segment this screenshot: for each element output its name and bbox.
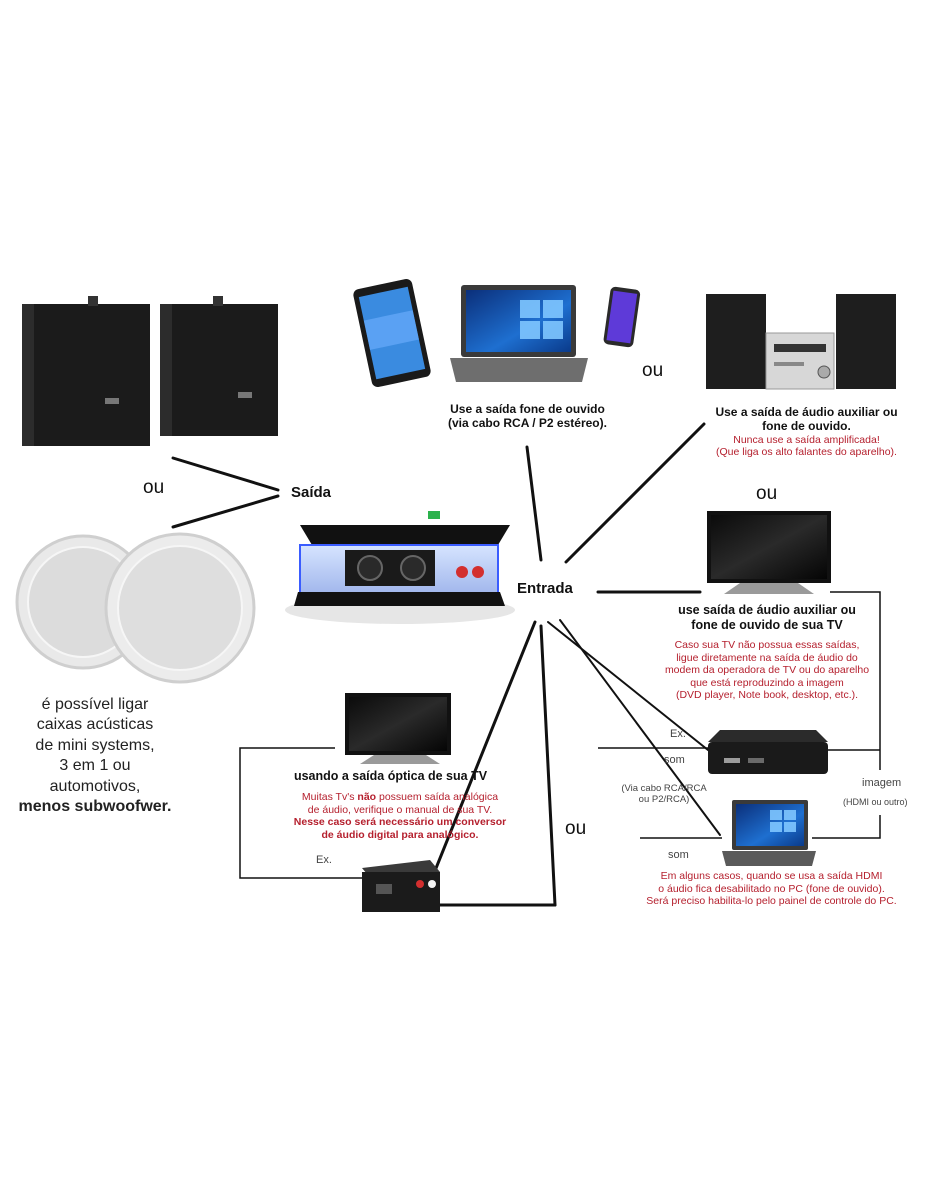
tv-note-l4: que está reproduzindo a imagem <box>690 676 844 689</box>
optical-note-l1a: Muitas Tv's <box>301 791 358 803</box>
line-optical-to-center-b <box>539 624 557 907</box>
imagem-label: imagem <box>862 777 902 789</box>
speakers-l6: menos subwoofwer. <box>18 798 172 816</box>
ou-optical-label: ou <box>565 818 587 839</box>
tv-title-l1: use saída de áudio auxiliar ou <box>678 603 856 617</box>
optical-note-l1: Muitas Tv's não possuem saída analógica <box>250 791 550 804</box>
hdmi-note: Em alguns casos, quando se usa a saída H… <box>608 870 935 908</box>
speakers-l1: é possível ligar <box>41 696 149 713</box>
optical-note-l4: de áudio digital para analógico. <box>321 828 479 841</box>
hdmi-note-l3: Será preciso habilita-lo pelo painel de … <box>646 895 897 908</box>
optical-note-l1b: não <box>357 791 377 803</box>
line-ceiling-speakers <box>171 494 280 529</box>
smartphone <box>603 286 641 348</box>
tv-title-l2: fone de ouvido de sua TV <box>691 618 843 632</box>
via-cabo-note: (Via cabo RCA/RCA ou P2/RCA) <box>614 783 714 806</box>
tv-note-l5: (DVD player, Note book, desktop, etc.). <box>675 689 859 702</box>
mobile-caption: Use a saída fone de ouvido (via cabo RCA… <box>405 402 650 431</box>
ex-optical-label: Ex. <box>316 854 332 866</box>
hdmi-note-l2: o áudio fica desabilitado no PC (fone de… <box>658 882 885 895</box>
tv-optical <box>345 693 451 764</box>
tv-note-l2: ligue diretamente na saída de áudio do <box>676 651 858 664</box>
hdmi-note-l1: Em alguns casos, quando se usa a saída H… <box>660 870 883 882</box>
speakers-l3: de mini systems, <box>35 736 155 754</box>
minisystem-caption: Use a saída de áudio auxiliar ou fone de… <box>678 405 935 459</box>
tv-note-l1: Caso sua TV não possua essas saídas, <box>674 639 860 651</box>
optical-note-l2: de áudio, verifique o manual de sua TV. <box>307 803 493 816</box>
minisystem-warn-l2: (Que liga os alto falantes do aparelho). <box>716 446 897 459</box>
line-minisystem <box>564 422 706 564</box>
tv-note-l3: modem da operadora de TV ou do aparelho <box>664 664 870 677</box>
som-laptop-label: som <box>668 849 689 861</box>
line-to-laptop <box>559 619 721 836</box>
thin-lines <box>239 591 881 879</box>
tv-caption: use saída de áudio auxiliar ou fone de o… <box>632 603 902 702</box>
laptop-top <box>450 285 588 382</box>
optical-note: Muitas Tv's não possuem saída analógica … <box>250 791 550 841</box>
tv-modem <box>708 730 828 774</box>
minisystem-title-l2: fone de ouvido. <box>762 419 851 434</box>
speakers-l5: automotivos, <box>49 777 141 795</box>
optical-frame-line <box>239 747 362 879</box>
som-modem-label: som <box>664 754 685 766</box>
tv-to-imagem <box>830 591 881 770</box>
mobile-title-l2: (via cabo RCA / P2 estéreo). <box>448 416 607 431</box>
ceiling-speaker-right <box>104 532 256 684</box>
via-cabo-l1: (Via cabo RCA/RCA <box>621 783 707 794</box>
mini-system <box>706 294 896 390</box>
line-box-speakers <box>171 456 280 492</box>
ou-speakers-label: ou <box>143 477 165 498</box>
imagem-to-laptop <box>812 815 881 839</box>
minisystem-warn-l1: Nunca use a saída amplificada! <box>733 433 880 446</box>
via-cabo-l2: ou P2/RCA) <box>638 794 690 806</box>
saida-label: Saída <box>291 484 332 501</box>
tablet <box>353 278 431 388</box>
line-mobile <box>525 445 543 562</box>
speakers-l2: caixas acústicas <box>36 716 154 734</box>
hdmi-label: (HDMI ou outro) <box>843 797 908 807</box>
laptop-bottom <box>722 800 816 866</box>
connection-lines <box>171 422 721 910</box>
optical-note-l3: Nesse caso será necessário um conversor <box>293 816 507 829</box>
speakers-caption: é possível ligar caixas acústicas de min… <box>0 695 190 818</box>
ou-tv-label: ou <box>756 483 778 504</box>
ex-modem-label: Ex. <box>670 728 686 740</box>
speakers-l4: 3 em 1 ou <box>59 757 131 775</box>
entrada-label: Entrada <box>517 580 573 597</box>
line-to-modem <box>547 621 709 751</box>
ou-minisystem-label: ou <box>642 360 664 381</box>
tv-right <box>707 511 831 594</box>
mobile-title-l1: Use a saída fone de ouvido <box>450 402 605 416</box>
optical-note-l1c: possuem saída analógica <box>376 791 499 803</box>
optical-title: usando a saída óptica de sua TV <box>293 769 488 783</box>
box-speaker-right <box>160 296 278 436</box>
box-speaker-left <box>22 296 150 446</box>
minisystem-title-l1: Use a saída de áudio auxiliar ou <box>715 405 898 419</box>
amplifier <box>285 511 515 624</box>
optical-converter <box>362 860 440 912</box>
line-optical-to-center <box>418 620 537 910</box>
